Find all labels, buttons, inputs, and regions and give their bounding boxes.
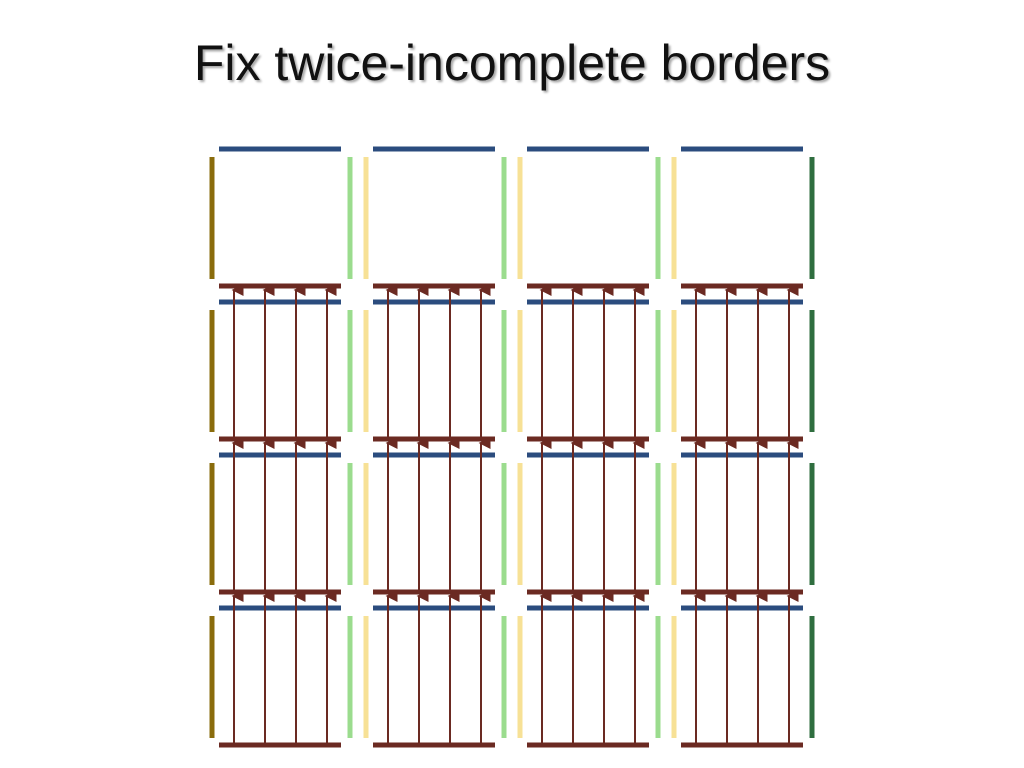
cell-grid — [209, 146, 815, 748]
slide-title: Fix twice-incomplete borders — [193, 35, 831, 91]
